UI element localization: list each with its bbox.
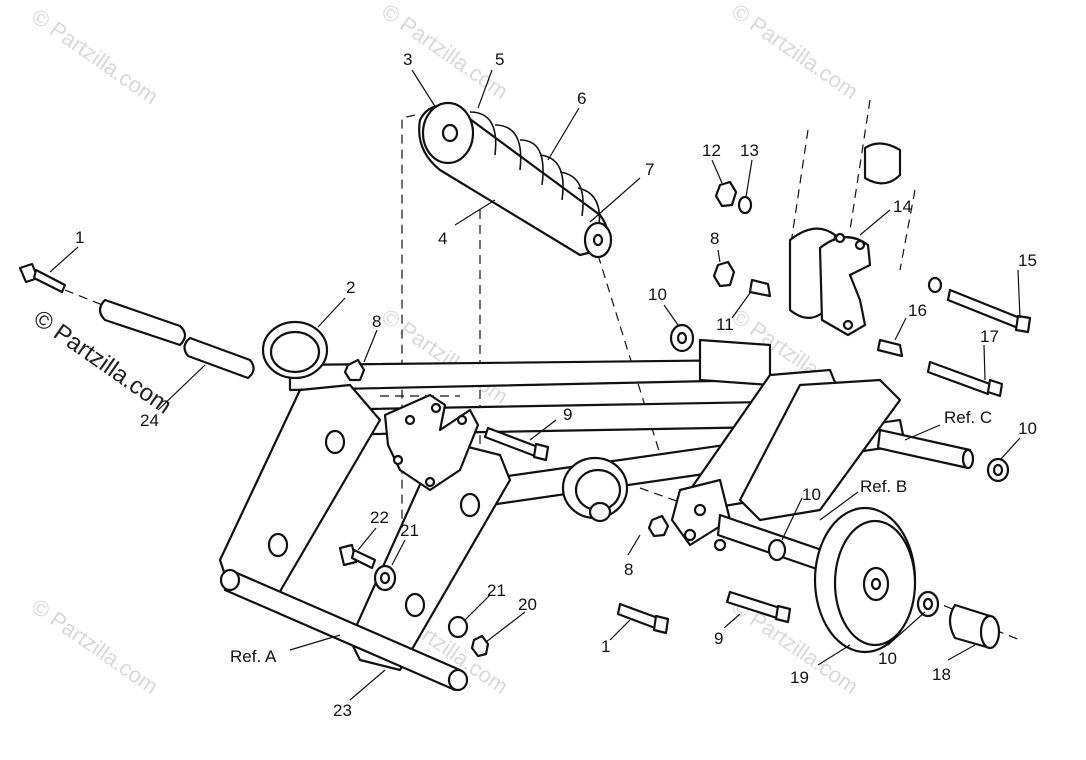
callout-21: 21 xyxy=(400,521,419,540)
mount-bracket xyxy=(383,393,480,492)
callout-9: 9 xyxy=(714,629,723,648)
callout-7: 7 xyxy=(645,160,654,179)
callout-10: 10 xyxy=(878,649,897,668)
callout-9: 9 xyxy=(563,405,572,424)
callout-15: 15 xyxy=(1018,251,1037,270)
bolt-and-spacers-left xyxy=(18,262,255,380)
watermark-text: © Partzilla.com xyxy=(377,304,513,410)
watermark-text: © Partzilla.com xyxy=(727,0,863,104)
right-linkage-plates xyxy=(670,368,902,552)
callout-5: 5 xyxy=(495,50,504,69)
callout-1: 1 xyxy=(601,637,610,656)
callout-21: 21 xyxy=(487,581,506,600)
callout-17: 17 xyxy=(980,327,999,346)
ref-b-label: Ref. B xyxy=(860,477,907,496)
watermark-text: © Partzilla.com xyxy=(27,4,163,110)
callout-2: 2 xyxy=(346,278,355,297)
callout-19: 19 xyxy=(790,668,809,687)
callout-12: 12 xyxy=(702,141,721,160)
callout-22: 22 xyxy=(370,508,389,527)
left-linkage-plates xyxy=(218,383,512,692)
ref-c-label: Ref. C xyxy=(944,408,992,427)
callout-4: 4 xyxy=(438,229,447,248)
shock-absorber xyxy=(418,101,613,259)
callout-11: 11 xyxy=(716,315,734,334)
callout-24: 24 xyxy=(140,411,159,430)
watermark-text: © Partzilla.com xyxy=(27,594,163,700)
leader-lines xyxy=(49,69,1021,701)
upper-bracket-assembly xyxy=(712,142,1032,398)
callout-8: 8 xyxy=(710,229,719,248)
ref-a-label: Ref. A xyxy=(230,647,277,666)
callout-10: 10 xyxy=(802,485,821,504)
callout-6: 6 xyxy=(577,89,586,108)
callout-10: 10 xyxy=(1018,419,1037,438)
callout-14: 14 xyxy=(893,197,912,216)
callout-13: 13 xyxy=(740,141,759,160)
callout-labels: 1 2 3 5 6 7 4 8 9 24 10 8 11 12 13 14 15… xyxy=(75,50,1037,720)
callout-16: 16 xyxy=(908,301,927,320)
callout-8: 8 xyxy=(372,312,381,331)
callout-3: 3 xyxy=(403,50,412,69)
fasteners xyxy=(338,358,792,658)
callout-23: 23 xyxy=(333,701,352,720)
idler-wheel-assembly xyxy=(669,323,1010,654)
callout-10: 10 xyxy=(648,285,667,304)
callout-1: 1 xyxy=(75,228,84,247)
callout-8: 8 xyxy=(624,560,633,579)
callout-18: 18 xyxy=(932,665,951,684)
watermark-text: © Partzilla.com xyxy=(377,0,513,104)
callout-20: 20 xyxy=(518,595,537,614)
